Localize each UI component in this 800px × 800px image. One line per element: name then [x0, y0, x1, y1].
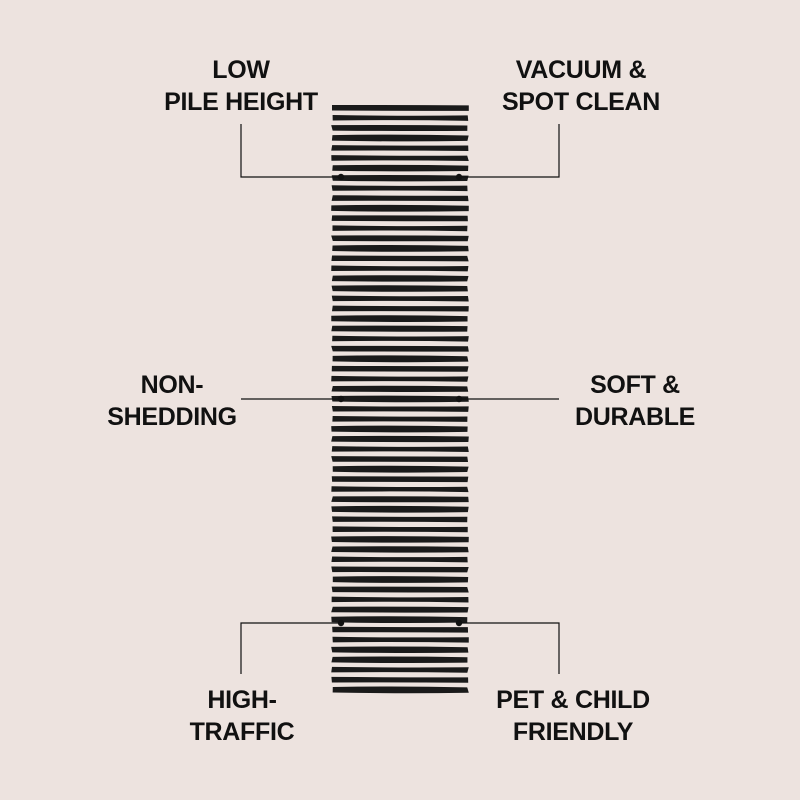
rug-stripe: [331, 285, 468, 292]
rug-stripe: [331, 596, 469, 603]
rug-stripe: [332, 516, 468, 523]
rug-stripe: [331, 676, 469, 683]
label-high-traffic: HIGH- TRAFFIC: [112, 684, 372, 748]
callout-line-low-pile-height: [240, 124, 341, 178]
callout-dot-pet-child-friendly: [455, 619, 463, 627]
rug-stripe: [331, 406, 469, 412]
rug-stripe: [331, 486, 469, 493]
rug-stripe: [332, 686, 469, 694]
rug-stripe: [331, 155, 469, 161]
label-pet-child-friendly: PET & CHILD FRIENDLY: [443, 684, 703, 748]
label-line: FRIENDLY: [512, 718, 634, 746]
rug-stripe: [331, 646, 469, 653]
rug-stripe: [331, 305, 469, 312]
rug-stripe: [331, 295, 469, 302]
callout-dot-vacuum-spot-clean: [455, 173, 463, 181]
rug-stripe: [332, 164, 469, 172]
rug-stripe: [331, 616, 468, 624]
rug-stripe: [332, 576, 469, 583]
striped-rug: [331, 105, 469, 694]
label-soft-durable: SOFT & DURABLE: [505, 369, 765, 433]
label-vacuum-spot-clean: VACUUM & SPOT CLEAN: [451, 54, 711, 118]
label-line: HIGH-: [207, 686, 277, 714]
rug-stripe: [332, 244, 469, 252]
label-line: PILE HEIGHT: [164, 88, 318, 116]
callout-line-high-traffic: [240, 622, 341, 674]
rug-stripe: [331, 275, 469, 282]
rug-stripe: [331, 215, 468, 222]
rug-stripe: [331, 325, 468, 332]
callout-line-pet-child-friendly: [459, 622, 560, 674]
rug-stripe: [331, 566, 469, 573]
rug-stripe: [331, 315, 468, 323]
rug-stripe: [331, 375, 469, 382]
rug-stripe: [331, 174, 469, 182]
callout-dot-non-shedding: [337, 395, 345, 403]
rug-stripe: [331, 395, 469, 403]
rug-stripe: [331, 235, 469, 242]
label-line: VACUUM &: [515, 56, 647, 84]
callout-dot-high-traffic: [337, 619, 345, 627]
label-low-pile-height: LOW PILE HEIGHT: [111, 54, 371, 118]
rug-stripe: [331, 456, 469, 463]
rug-stripe: [331, 666, 469, 673]
rug-stripe: [332, 626, 469, 633]
callout-dot-soft-durable: [455, 395, 463, 403]
rug-stripe: [332, 335, 469, 342]
label-line: NON-: [140, 371, 204, 399]
rug-stripe: [331, 446, 469, 452]
rug-stripe: [331, 425, 468, 433]
rug-stripe: [332, 526, 468, 533]
callout-dot-low-pile-height: [337, 173, 345, 181]
rug-stripe: [331, 385, 469, 392]
rug-stripe: [331, 496, 469, 503]
rug-stripe: [331, 255, 469, 262]
callout-line-vacuum-spot-clean: [459, 124, 560, 178]
label-line: TRAFFIC: [189, 718, 295, 746]
rug-stripe: [331, 435, 469, 443]
label-line: PET & CHILD: [496, 686, 650, 714]
rug-stripe: [332, 355, 469, 363]
rug-stripe: [331, 546, 469, 553]
label-line: SOFT &: [590, 371, 680, 399]
rug-stripe: [331, 185, 468, 192]
rug-stripe: [331, 606, 469, 613]
rug-stripe: [331, 656, 468, 664]
label-line: SPOT CLEAN: [501, 88, 661, 116]
label-line: DURABLE: [574, 403, 696, 431]
label-non-shedding: NON- SHEDDING: [42, 369, 302, 433]
rug-stripe: [332, 115, 469, 121]
label-line: LOW: [212, 56, 270, 84]
rug-stripe: [332, 636, 469, 643]
rug-stripe: [331, 195, 469, 202]
rug-stripe: [331, 124, 468, 131]
rug-stripe: [331, 265, 469, 272]
rug-stripe: [331, 556, 468, 563]
rug-stripe: [331, 586, 469, 593]
rug-stripe: [331, 476, 469, 483]
rug-stripe: [331, 505, 469, 513]
rug-stripe: [331, 365, 469, 372]
rug-stripe: [331, 134, 469, 142]
rug-stripe: [331, 536, 469, 543]
rug-stripe: [332, 416, 468, 422]
rug-stripe: [332, 465, 469, 473]
rug-stripe: [332, 105, 469, 111]
rug-stripe: [332, 225, 468, 232]
rug-stripe: [331, 345, 469, 352]
rug-stripe: [331, 145, 469, 151]
rug-stripe: [331, 204, 469, 212]
label-line: SHEDDING: [107, 403, 237, 431]
